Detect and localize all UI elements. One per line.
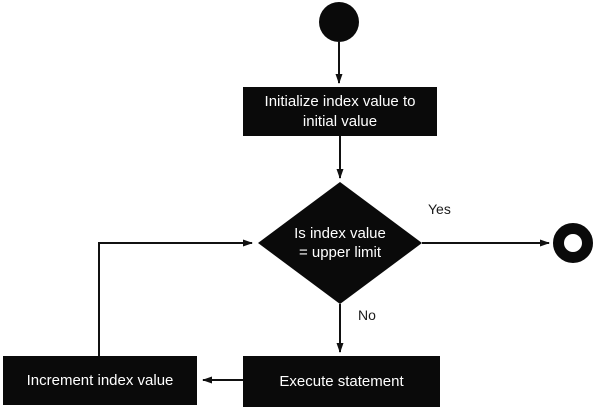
yes-edge-label: Yes: [428, 201, 451, 217]
execute-statement-node-label: Execute statement: [279, 372, 404, 390]
final-node-icon: [553, 223, 593, 263]
increment-node: Increment index value: [3, 356, 197, 405]
increment-node-label: Increment index value: [26, 371, 174, 389]
initialize-node: Initialize index value to initial value: [243, 87, 437, 136]
no-edge-label: No: [358, 307, 376, 323]
decision-node-label: Is index value = upper limit: [294, 225, 386, 261]
edge-increment-to-decision: [98, 239, 253, 356]
initialize-node-label: Initialize index value to initial value: [264, 92, 416, 130]
decision-node: Is index value = upper limit: [258, 182, 422, 304]
initial-node-icon: [319, 2, 359, 42]
execute-statement-node: Execute statement: [243, 356, 440, 407]
